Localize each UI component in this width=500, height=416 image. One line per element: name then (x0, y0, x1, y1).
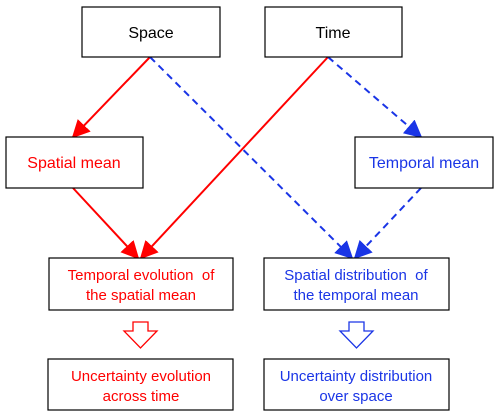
temporal-evolution-line1: Temporal evolution of (68, 267, 216, 284)
spatial-mean-box: Spatial mean (5, 136, 144, 189)
uncertainty-distribution-line2: over space (319, 388, 392, 405)
space-box: Space (81, 6, 221, 58)
arrow-space-to-spatial-mean (71, 56, 151, 139)
time-box: Time (264, 6, 403, 58)
arrow-time-to-temporal-evolution (139, 56, 329, 260)
temporal-mean-box: Temporal mean (354, 136, 494, 189)
arrow-time-to-temporal-mean (327, 56, 423, 139)
uncertainty-evolution-line1: Uncertainty evolution (71, 368, 211, 385)
arrow-space-to-spatial-distribution (149, 56, 354, 260)
spatial-distribution-line2: the temporal mean (293, 287, 418, 304)
arrow-spatial-mean-to-temporal-evolution (72, 187, 140, 260)
space-label: Space (128, 25, 173, 42)
arrow-temporal-mean-to-spatial-distribution (353, 187, 422, 260)
uncertainty-evolution-line2: across time (103, 388, 180, 405)
spatial-mean-label: Spatial mean (27, 155, 120, 172)
uncertainty-evolution-box: Uncertainty evolution across time (47, 358, 234, 411)
time-label: Time (316, 25, 351, 42)
temporal-mean-label: Temporal mean (369, 155, 479, 172)
temporal-evolution-box: Temporal evolution of the spatial mean (48, 257, 234, 311)
spatial-distribution-box: Spatial distribution of the temporal mea… (263, 257, 450, 311)
uncertainty-distribution-box: Uncertainty distribution over space (263, 358, 450, 411)
down-arrow-blue-icon (338, 321, 375, 349)
uncertainty-distribution-line1: Uncertainty distribution (280, 368, 433, 385)
down-arrow-red-icon (122, 321, 159, 349)
spatial-distribution-line1: Spatial distribution of (284, 267, 428, 284)
temporal-evolution-line2: the spatial mean (86, 287, 196, 304)
